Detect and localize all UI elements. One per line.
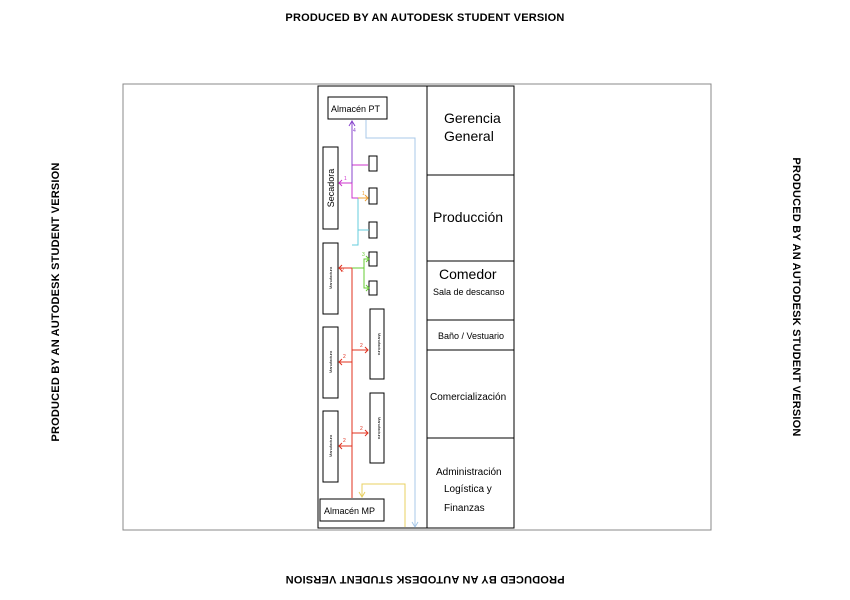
manufactura-right-1 (369, 308, 385, 380)
manufactura-right-2 (369, 392, 385, 464)
flow-lightblue-arrow (411, 521, 419, 528)
flow-red-right-2 (352, 429, 369, 437)
manufactura-right-1-label: Manufactura (377, 333, 382, 356)
flow-purple (348, 120, 356, 183)
flow-number-left-2: 2 (343, 354, 346, 360)
flow-cyan (352, 198, 369, 246)
flow-magenta (338, 179, 358, 199)
flow-number-left-1: 2 (341, 268, 344, 274)
manufactura-left-2 (322, 326, 339, 399)
watermark-top: PRODUCED BY AN AUTODESK STUDENT VERSION (285, 12, 565, 24)
flow-red-right-1 (352, 346, 369, 354)
manufactura-left-1 (322, 242, 339, 315)
flow-green-arrows (365, 255, 370, 292)
process-box-5 (368, 280, 378, 296)
manufactura-left-3 (322, 410, 339, 483)
flow-red-left-2 (338, 358, 352, 366)
bano-vestuario-label: Baño / Vestuario (438, 331, 504, 341)
flow-number-right-1: 2 (360, 343, 363, 349)
almacen-pt-box (327, 96, 388, 120)
administracion-label: Administración (436, 467, 502, 478)
flow-number-purple: 4 (353, 128, 356, 134)
produccion-label: Producción (433, 209, 503, 225)
flow-green (352, 258, 368, 289)
comedor-label: Comedor (439, 266, 497, 282)
flow-number-magenta: 1 (344, 176, 347, 182)
gerencia-label-2: General (444, 128, 494, 144)
manufactura-left-1-label: Manufactura (328, 266, 333, 289)
flow-lightblue (365, 120, 416, 527)
drawing-frame (122, 83, 712, 531)
building-outline (317, 85, 515, 529)
almacen-mp-label: Almacén MP (324, 506, 375, 516)
secadora-box (322, 146, 339, 230)
logistica-label: Logística y (444, 484, 492, 495)
material-flow (338, 120, 419, 528)
flow-number-orange: 1 (362, 191, 365, 197)
manufactura-left-3-label: Manufactura (328, 434, 333, 457)
almacen-mp-box (319, 498, 385, 522)
comercializacion-label: Comercialización (430, 392, 506, 403)
flow-number-right-2: 2 (360, 426, 363, 432)
process-box-3 (368, 221, 378, 239)
process-box-1 (368, 155, 378, 172)
flow-magenta-upper (351, 164, 368, 183)
process-box-2 (368, 187, 378, 205)
flow-yellow-arrow (358, 491, 366, 498)
gerencia-label-1: Gerencia (444, 110, 501, 126)
flow-yellow (361, 483, 406, 527)
secadora-label: Secadora (326, 169, 336, 208)
manufactura-left-2-label: Manufactura (328, 350, 333, 373)
process-box-4 (368, 251, 378, 267)
finanzas-label: Finanzas (444, 503, 485, 514)
sala-descanso-label: Sala de descanso (433, 287, 505, 297)
manufactura-right-2-label: Manufactura (377, 417, 382, 440)
flow-red-left-1 (338, 264, 352, 272)
flow-number-green: 3 (362, 252, 365, 258)
almacen-pt-label: Almacén PT (331, 104, 381, 114)
flow-number-left-3: 2 (343, 438, 346, 444)
flow-red-left-3 (338, 442, 352, 450)
